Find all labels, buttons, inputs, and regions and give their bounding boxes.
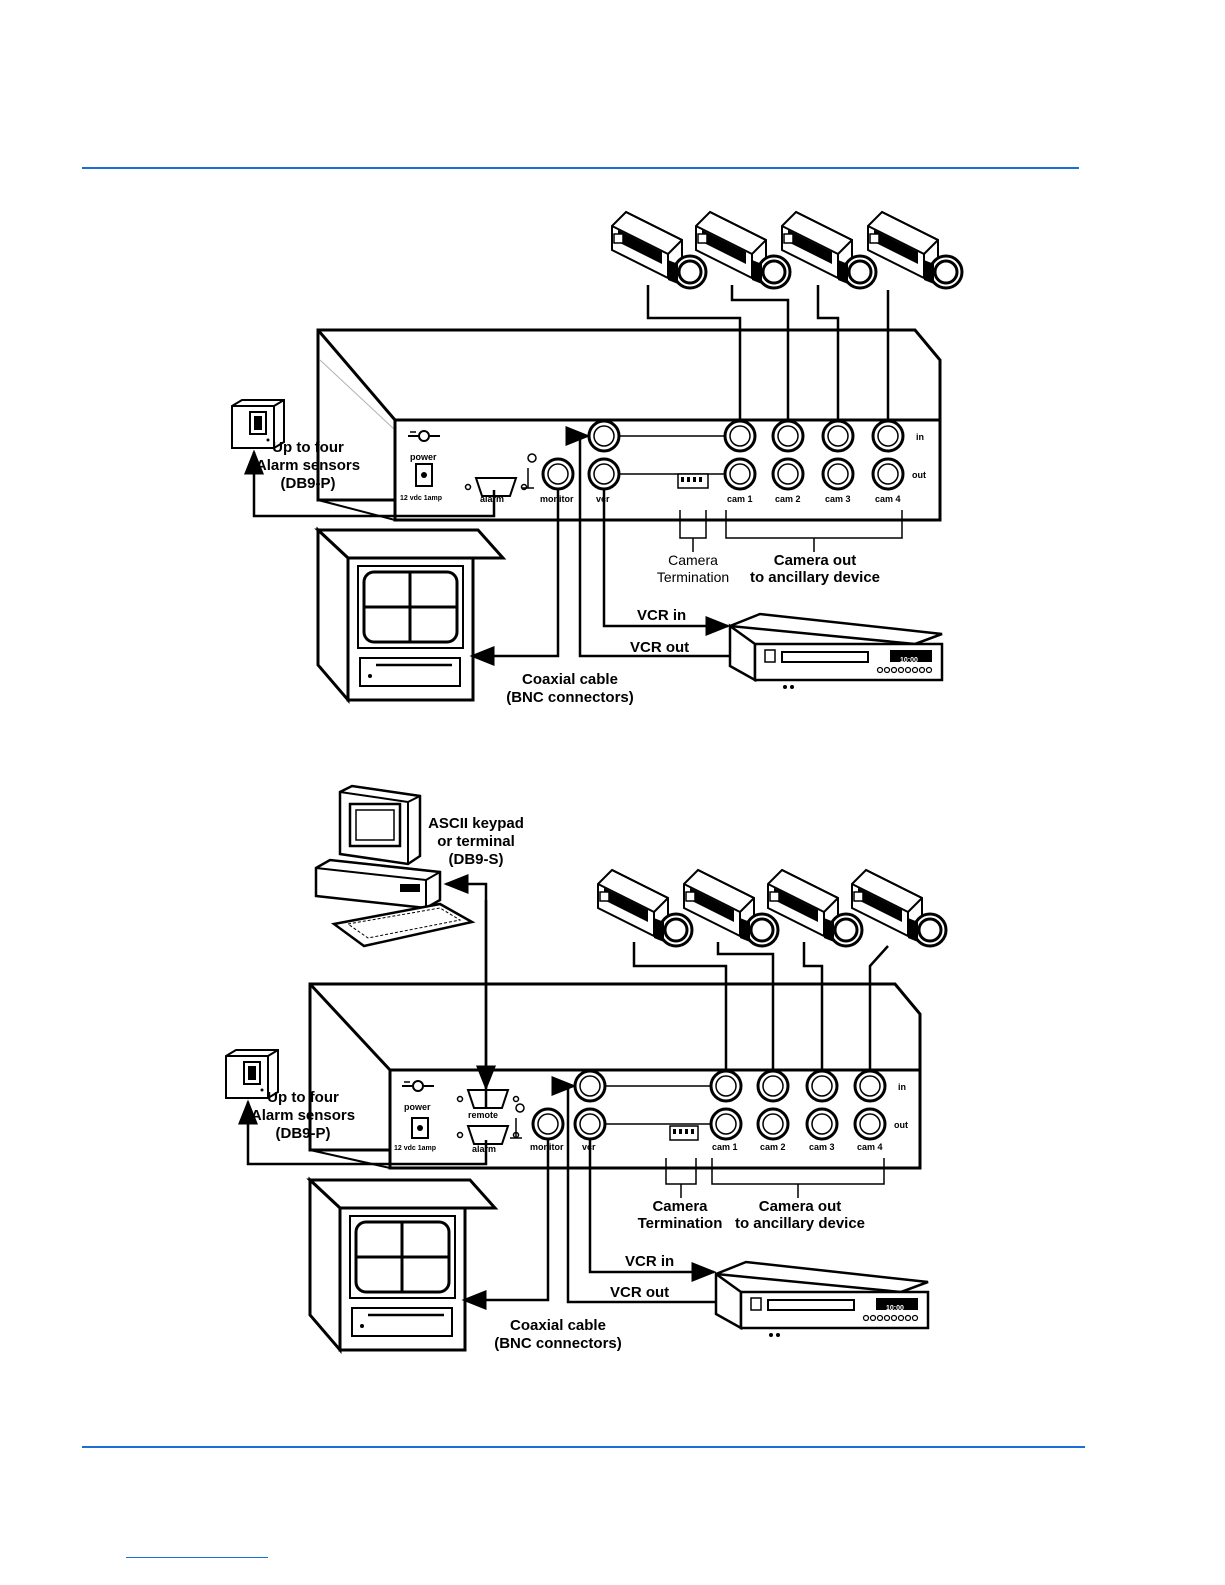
cam-3-in-connector-icon — [821, 419, 855, 453]
in-label: in — [898, 1082, 906, 1092]
cam-4-out-connector-icon — [871, 457, 905, 491]
header-rule — [82, 167, 1079, 169]
camera-4-icon — [866, 210, 964, 290]
vcr-in-connector-icon — [587, 419, 621, 453]
cam-3-in-connector-icon — [805, 1069, 839, 1103]
power-symbol-icon — [408, 430, 440, 442]
camera-out-label-line-1: Camera out — [774, 552, 857, 569]
power-symbol-icon — [402, 1080, 434, 1092]
ascii-terminal-icon — [314, 784, 476, 948]
vcr-in-label: VCR in — [625, 1253, 674, 1270]
cam-1-out-connector-icon — [723, 457, 757, 491]
cam-4-label: cam 4 — [857, 1142, 883, 1152]
termination-label-line-1: Camera — [652, 1198, 708, 1215]
cam-2-in-connector-icon — [771, 419, 805, 453]
cam-4-label: cam 4 — [875, 494, 901, 504]
coax-label-line-1: Coaxial cable — [510, 1317, 606, 1334]
sensor-label-line-1: Up to four — [272, 439, 344, 456]
alarm-label: alarm — [480, 494, 504, 504]
cam-1-label: cam 1 — [727, 494, 753, 504]
cam-3-out-connector-icon — [821, 457, 855, 491]
vcr-out-label: VCR out — [610, 1284, 669, 1301]
vcr-in-connector-icon — [573, 1069, 607, 1103]
vcr-out-connector-icon — [573, 1107, 607, 1141]
sensor-label-line-2: Alarm sensors — [251, 1107, 355, 1124]
camera-1-icon — [610, 210, 708, 290]
power-label: power — [404, 1102, 431, 1112]
vcr-in-label: VCR in — [637, 607, 686, 624]
termination-label-line-2: Termination — [638, 1215, 723, 1232]
cam-1-out-connector-icon — [709, 1107, 743, 1141]
monitor-connector-icon — [541, 457, 575, 491]
monitor-connector-icon — [531, 1107, 565, 1141]
cam-3-label: cam 3 — [809, 1142, 835, 1152]
power-spec-label: 12 vdc 1amp — [400, 495, 442, 502]
sensor-label-line-3: (DB9-P) — [276, 1125, 331, 1142]
cam-1-in-connector-icon — [723, 419, 757, 453]
sensor-label-line-1: Up to four — [267, 1089, 339, 1106]
cam-4-in-connector-icon — [853, 1069, 887, 1103]
vcr-out-connector-icon — [587, 457, 621, 491]
camera-cables — [646, 285, 890, 428]
camera-1-icon — [596, 868, 694, 948]
camera-2-icon — [682, 868, 780, 948]
power-label: power — [410, 452, 437, 462]
termination-label-line-1: Camera — [668, 552, 718, 568]
termination-label-line-2: Termination — [657, 569, 729, 585]
ground-icon — [510, 1103, 525, 1139]
cam-1-label: cam 1 — [712, 1142, 738, 1152]
cam-1-in-connector-icon — [709, 1069, 743, 1103]
camera-out-label-line-1: Camera out — [759, 1198, 842, 1215]
coax-label-line-2: (BNC connectors) — [494, 1335, 622, 1352]
camera-cables — [632, 942, 889, 1078]
out-label: out — [912, 470, 926, 480]
out-label: out — [894, 1120, 908, 1130]
vcr-out-label: VCR out — [630, 639, 689, 656]
keypad-label-line-3: (DB9-S) — [449, 851, 504, 868]
sensor-label-line-2: Alarm sensors — [256, 457, 360, 474]
cam-2-in-connector-icon — [756, 1069, 790, 1103]
remote-label: remote — [468, 1110, 498, 1120]
cam-3-label: cam 3 — [825, 494, 851, 504]
keypad-label-line-2: or terminal — [437, 833, 515, 850]
cam-4-out-connector-icon — [853, 1107, 887, 1141]
footer-link-underline — [126, 1557, 268, 1558]
diagram-top: power 12 vdc 1amp alarm monitor vcr in o… — [231, 210, 964, 706]
camera-3-icon — [780, 210, 878, 290]
camera-2-icon — [694, 210, 792, 290]
camera-3-icon — [766, 868, 864, 948]
power-spec-label: 12 vdc 1amp — [394, 1145, 436, 1152]
sensor-label-line-3: (DB9-P) — [281, 475, 336, 492]
footer-rule — [82, 1446, 1085, 1448]
monitor-icon — [308, 1178, 497, 1352]
keypad-label-line-1: ASCII keypad — [428, 815, 524, 832]
cam-2-label: cam 2 — [760, 1142, 786, 1152]
cam-2-label: cam 2 — [775, 494, 801, 504]
cam-3-out-connector-icon — [805, 1107, 839, 1141]
vcr-icon — [714, 1260, 930, 1339]
coax-label-line-1: Coaxial cable — [522, 671, 618, 688]
vcr-icon — [728, 612, 944, 691]
cam-4-in-connector-icon — [871, 419, 905, 453]
monitor-icon — [316, 528, 505, 702]
ground-icon — [522, 453, 537, 489]
in-label: in — [916, 432, 924, 442]
camera-out-label-line-2: to ancillary device — [735, 1215, 865, 1232]
diagram-bottom: power 12 vdc 1amp remote alarm monitor v… — [225, 784, 948, 1352]
alarm-label: alarm — [472, 1144, 496, 1154]
camera-out-label-line-2: to ancillary device — [750, 569, 880, 586]
vcr-clock-display: 10:00 — [886, 1305, 904, 1312]
vcr-clock-display: 10:00 — [900, 657, 918, 664]
coax-label-line-2: (BNC connectors) — [506, 689, 634, 706]
cam-2-out-connector-icon — [756, 1107, 790, 1141]
camera-4-icon — [850, 868, 948, 948]
cam-2-out-connector-icon — [771, 457, 805, 491]
